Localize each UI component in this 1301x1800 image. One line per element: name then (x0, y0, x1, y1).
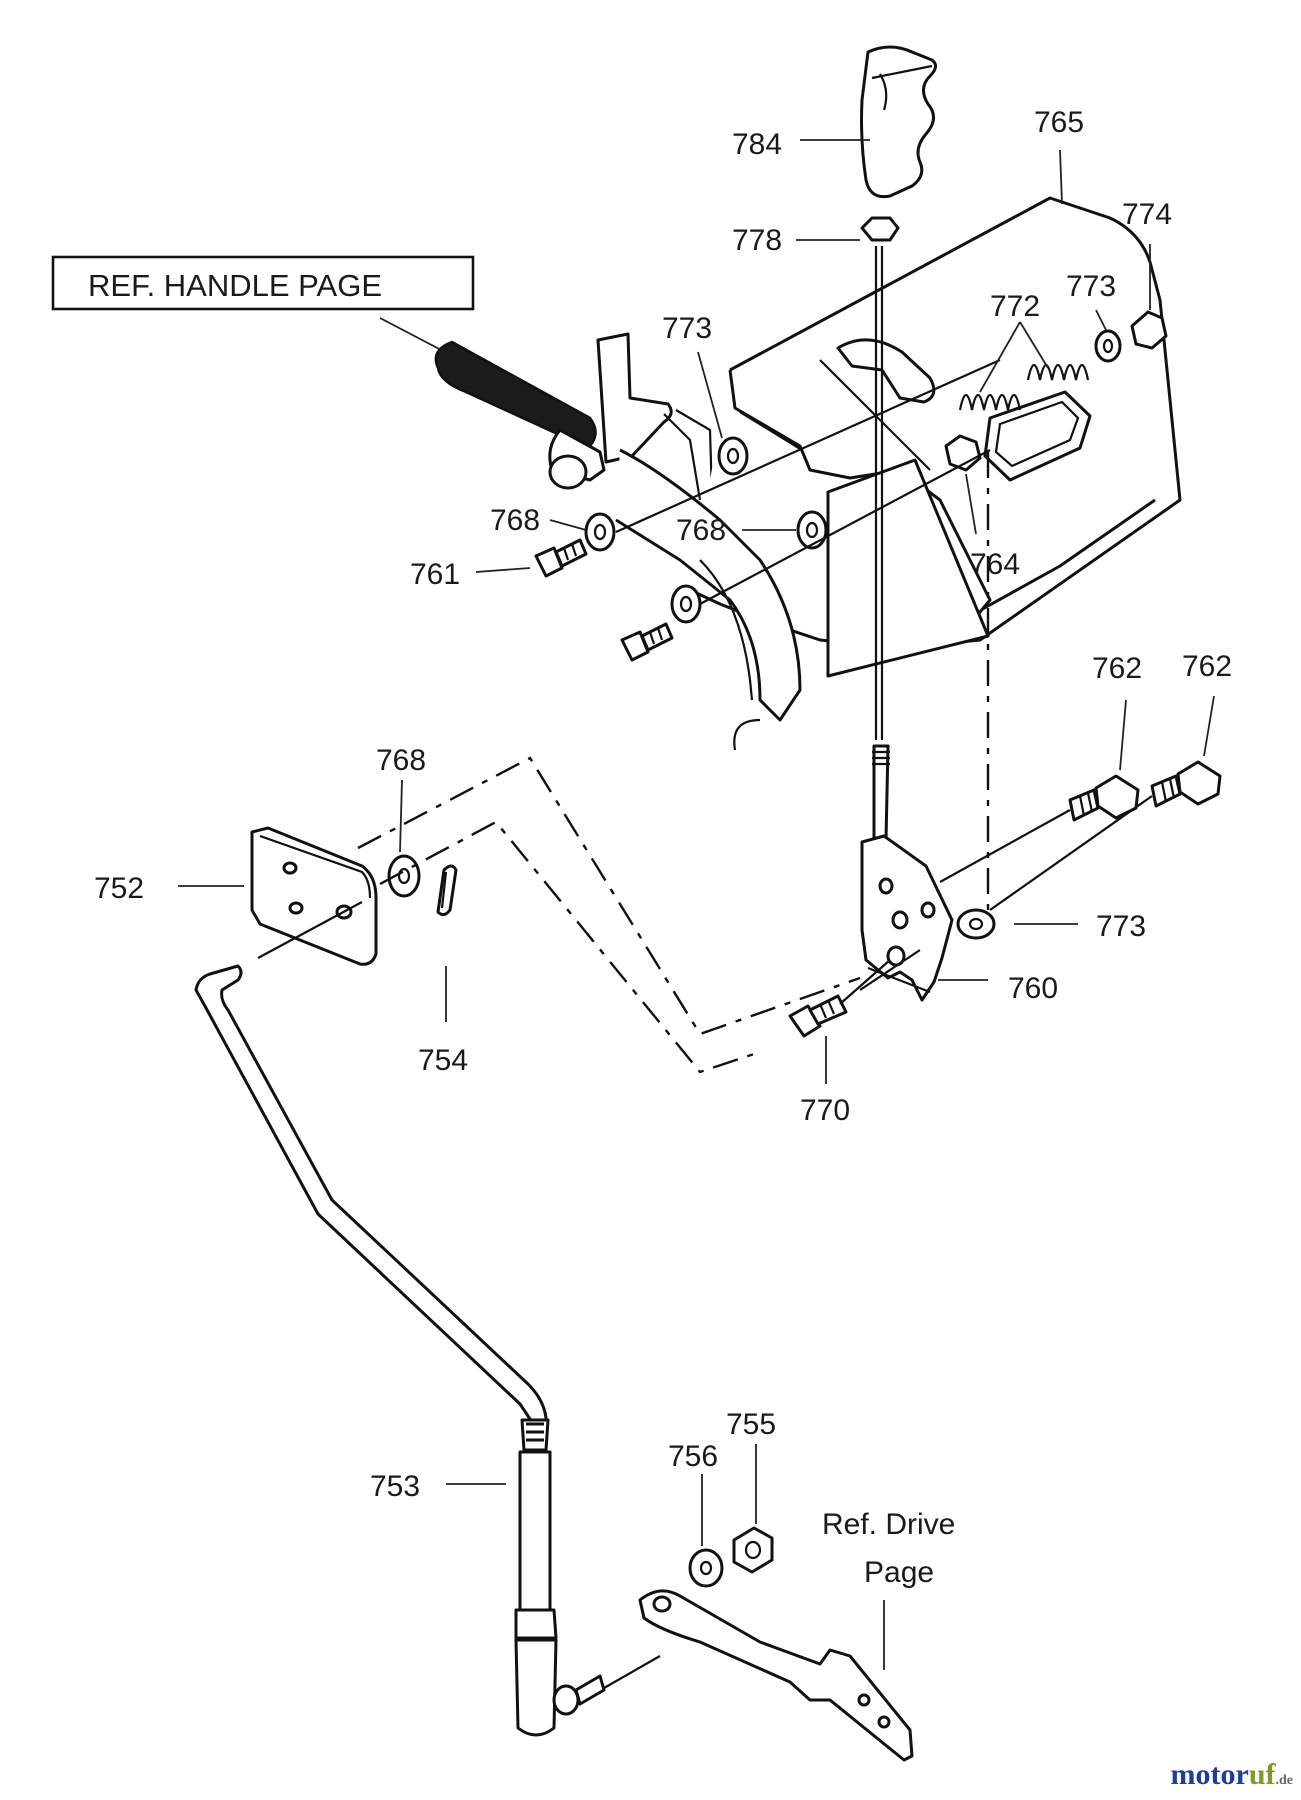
callout-762-left: 762 (1092, 652, 1142, 685)
callout-761: 761 (410, 558, 460, 591)
knob-part (860, 45, 937, 199)
callout-768-mid: 768 (676, 514, 726, 547)
callout-765: 765 (1034, 106, 1084, 139)
callout-753: 753 (370, 1470, 420, 1503)
washer-768-left-part (584, 512, 616, 552)
nut-755-part (732, 1526, 774, 1574)
nut-778-part (860, 216, 900, 242)
callout-756: 756 (668, 1440, 718, 1473)
ref-drive-page-line1: Ref. Drive (822, 1508, 955, 1541)
callout-755: 755 (726, 1408, 776, 1441)
bracket-760-part (860, 834, 954, 1002)
plate-752-part (250, 826, 378, 966)
ref-drive-page-label: Ref. Drive Page (822, 1508, 955, 1589)
cotter-pin-754-part (436, 864, 458, 917)
callout-764: 764 (970, 548, 1020, 581)
washer-773-right-part (1094, 329, 1122, 363)
callout-760: 760 (1008, 972, 1058, 1005)
callout-773-right: 773 (1066, 270, 1116, 303)
callout-770: 770 (800, 1094, 850, 1127)
bolt-761-part (534, 538, 588, 578)
control-rod-part (194, 964, 606, 1737)
washer-lower-left-part (670, 584, 702, 624)
ref-drive-page-line2: Page (864, 1556, 934, 1589)
callout-773-upper: 773 (662, 312, 712, 345)
callout-labels: 784 765 774 778 773 772 773 768 768 761 … (94, 106, 1232, 1503)
ref-handle-page-box: REF. HANDLE PAGE (51, 255, 475, 353)
callout-768-lower: 768 (376, 744, 426, 777)
washer-773-upper-part (717, 436, 749, 476)
bolt-762-right-part (1150, 760, 1222, 808)
washer-768-mid-part (796, 510, 828, 550)
drive-link-part (638, 1589, 914, 1762)
leader-lines (178, 139, 1215, 1670)
callout-778: 778 (732, 224, 782, 257)
callout-768-left: 768 (490, 504, 540, 537)
callout-774: 774 (1122, 198, 1172, 231)
assembly-centerlines (357, 452, 990, 1074)
ref-handle-page-label: REF. HANDLE PAGE (88, 268, 382, 303)
nut-764-part (944, 434, 982, 472)
lock-washer-756-part (688, 1548, 724, 1588)
callout-773-lower: 773 (1096, 910, 1146, 943)
motoruf-watermark-logo: motoruf.de (1170, 1758, 1293, 1791)
washer-773-lower-part (956, 908, 996, 940)
handle-grip-part (434, 332, 714, 501)
springs-part (958, 363, 1090, 411)
callout-752: 752 (94, 872, 144, 905)
nut-774-part (1130, 310, 1168, 350)
lever-arm-part (615, 448, 802, 751)
callout-784: 784 (732, 128, 782, 161)
bolt-770-part (788, 994, 848, 1038)
callout-772: 772 (990, 290, 1040, 323)
callout-762-right: 762 (1182, 650, 1232, 683)
callout-754: 754 (418, 1044, 468, 1077)
bolt-lower-left-part (620, 622, 674, 662)
